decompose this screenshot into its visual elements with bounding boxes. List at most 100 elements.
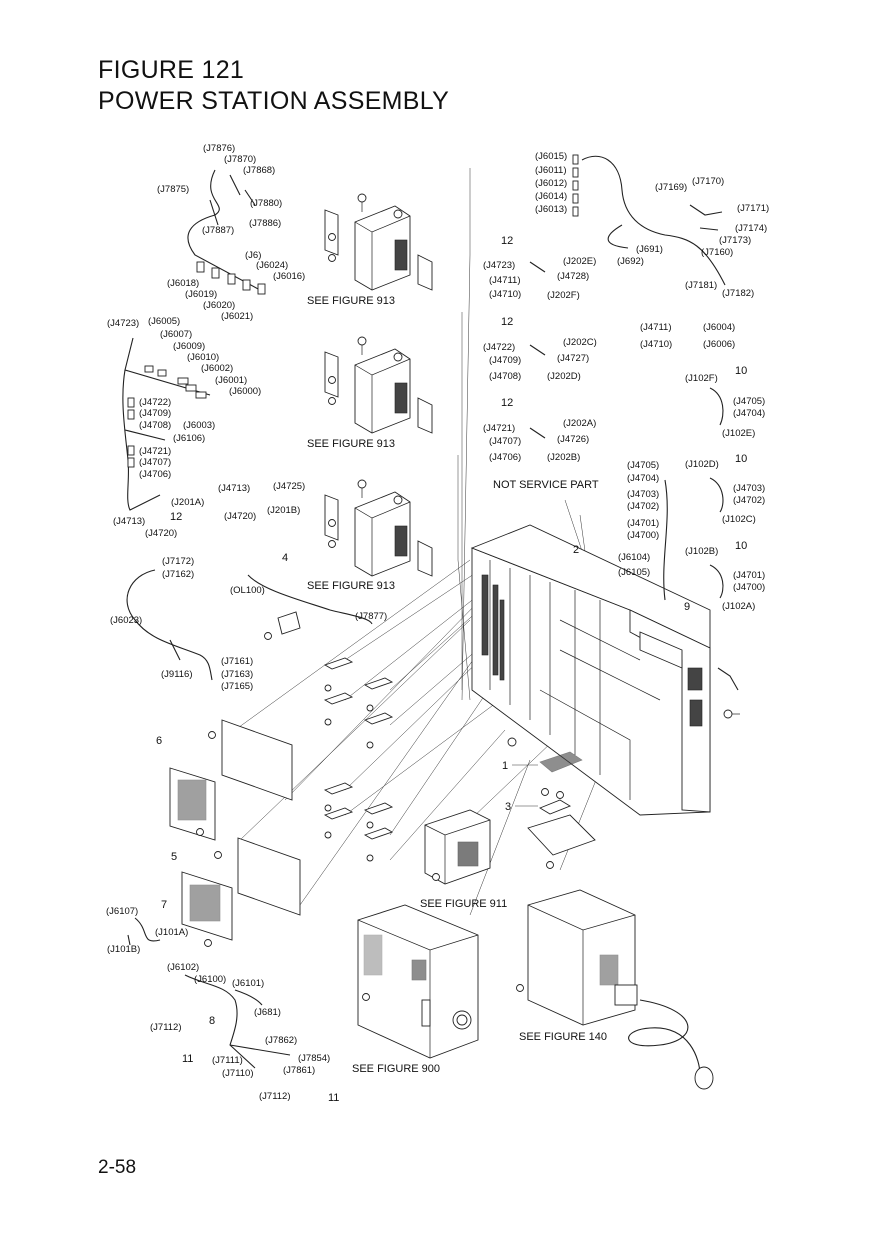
connector-label: (J6002) — [201, 363, 233, 374]
connector-label: (J6018) — [167, 278, 199, 289]
callout-9[interactable]: 9 — [684, 601, 690, 613]
connector-label: (J202B) — [547, 452, 580, 463]
connector-label: (J4700) — [627, 530, 659, 541]
connector-label: (J6009) — [173, 341, 205, 352]
callout-2[interactable]: 2 — [573, 544, 579, 556]
connector-label: (J4721) — [483, 423, 515, 434]
see-figure-913-label-3[interactable]: SEE FIGURE 913 — [307, 580, 395, 592]
connector-label: (J7174) — [735, 223, 767, 234]
connector-label: (J4703) — [733, 483, 765, 494]
connector-label: (J4705) — [627, 460, 659, 471]
connector-label: (J6107) — [106, 906, 138, 917]
connector-label: (J6015) — [535, 151, 567, 162]
connector-label: (J4725) — [273, 481, 305, 492]
see-figure-913-label-1[interactable]: SEE FIGURE 913 — [307, 295, 395, 307]
connector-label: (J4709) — [139, 408, 171, 419]
callout-12-a[interactable]: 12 — [501, 235, 513, 247]
connector-label: (J6101) — [232, 978, 264, 989]
connector-label: (J7165) — [221, 681, 253, 692]
connector-label: (J7877) — [355, 611, 387, 622]
figure-number: FIGURE 121 — [98, 56, 245, 84]
connector-label: (J102B) — [685, 546, 718, 557]
connector-label: (J202F) — [547, 290, 580, 301]
connector-label: (J7862) — [265, 1035, 297, 1046]
callout-10-c[interactable]: 10 — [735, 540, 747, 552]
connector-label: (J4713) — [218, 483, 250, 494]
connector-label: (J6013) — [535, 204, 567, 215]
callout-10-a[interactable]: 10 — [735, 365, 747, 377]
callout-5[interactable]: 5 — [171, 851, 177, 863]
connector-label: (J6020) — [203, 300, 235, 311]
callout-1[interactable]: 1 — [502, 760, 508, 772]
callout-7[interactable]: 7 — [161, 899, 167, 911]
connector-label: (J7875) — [157, 184, 189, 195]
connector-label: (J7160) — [701, 247, 733, 258]
connector-label: (J4703) — [627, 489, 659, 500]
main-cabinet-frame — [470, 524, 740, 816]
pcb-assembly-6 — [169, 719, 293, 841]
connector-label: (J6105) — [618, 567, 650, 578]
connector-label: (J6012) — [535, 178, 567, 189]
connector-label: (J7111) — [212, 1055, 243, 1066]
connector-label: (J7868) — [243, 165, 275, 176]
connector-label: (J7861) — [283, 1065, 315, 1076]
fan-module-1 — [324, 193, 433, 291]
callout-6[interactable]: 6 — [156, 735, 162, 747]
connector-label: (J102E) — [722, 428, 755, 439]
connector-label: (J7112) — [259, 1091, 291, 1102]
connector-label: (J4705) — [733, 396, 765, 407]
see-figure-913-label-2[interactable]: SEE FIGURE 913 — [307, 438, 395, 450]
callout-12-d[interactable]: 12 — [170, 511, 182, 523]
callout-8[interactable]: 8 — [209, 1015, 215, 1027]
connector-label: (J6021) — [221, 311, 253, 322]
connector-label: (J7112) — [150, 1022, 182, 1033]
connector-label: (J7173) — [719, 235, 751, 246]
connector-label: (J4706) — [139, 469, 171, 480]
connector-label: (J4722) — [139, 397, 171, 408]
connector-label: (J4720) — [145, 528, 177, 539]
power-unit-140 — [516, 889, 714, 1090]
connector-label: (J4704) — [627, 473, 659, 484]
see-figure-900-label[interactable]: SEE FIGURE 900 — [352, 1063, 440, 1075]
connector-label: (J7163) — [221, 669, 253, 680]
connector-label: (J7161) — [221, 656, 253, 667]
connector-label: (J681) — [254, 1007, 281, 1018]
connector-label: (J4702) — [627, 501, 659, 512]
connector-label: (J7172) — [162, 556, 194, 567]
callout-11-a[interactable]: 11 — [182, 1053, 193, 1065]
connector-label: (J201A) — [171, 497, 204, 508]
callout-10-b[interactable]: 10 — [735, 453, 747, 465]
connector-label: (J6016) — [273, 271, 305, 282]
connector-label: (J4711) — [489, 275, 521, 286]
mounting-brackets — [264, 611, 394, 862]
connector-label: (J4700) — [733, 582, 765, 593]
see-figure-140-label[interactable]: SEE FIGURE 140 — [519, 1031, 607, 1043]
connector-label: (J4709) — [489, 355, 521, 366]
connector-label: (J101B) — [107, 944, 140, 955]
fan-module-3 — [324, 479, 433, 577]
callout-12-b[interactable]: 12 — [501, 316, 513, 328]
callout-12-c[interactable]: 12 — [501, 397, 513, 409]
callout-4[interactable]: 4 — [282, 552, 288, 564]
connector-label: (J4704) — [733, 408, 765, 419]
connector-label: (J202A) — [563, 418, 596, 429]
connector-label: (J4708) — [139, 420, 171, 431]
small-parts-1-3 — [507, 737, 596, 869]
page-number: 2-58 — [98, 1157, 137, 1178]
connector-label: (J7182) — [722, 288, 754, 299]
connector-label: (J102C) — [722, 514, 756, 525]
connector-label: (J7110) — [222, 1068, 254, 1079]
item-callouts: 1 2 3 4 5 6 7 8 9 10 10 10 11 11 12 12 1… — [156, 235, 747, 1104]
callout-11-b[interactable]: 11 — [328, 1092, 339, 1104]
connector-label: (J6004) — [703, 322, 735, 333]
see-figure-911-label[interactable]: SEE FIGURE 911 — [420, 898, 507, 910]
callout-3[interactable]: 3 — [505, 801, 511, 813]
connector-label: (J6005) — [148, 316, 180, 327]
connector-label: (J9116) — [161, 669, 193, 680]
connector-label: (J6024) — [256, 260, 288, 271]
psu-module-911 — [424, 809, 491, 885]
connector-label: (J7887) — [202, 225, 234, 236]
connector-label: (J6023) — [110, 615, 142, 626]
connector-label: (J4711) — [640, 322, 672, 333]
